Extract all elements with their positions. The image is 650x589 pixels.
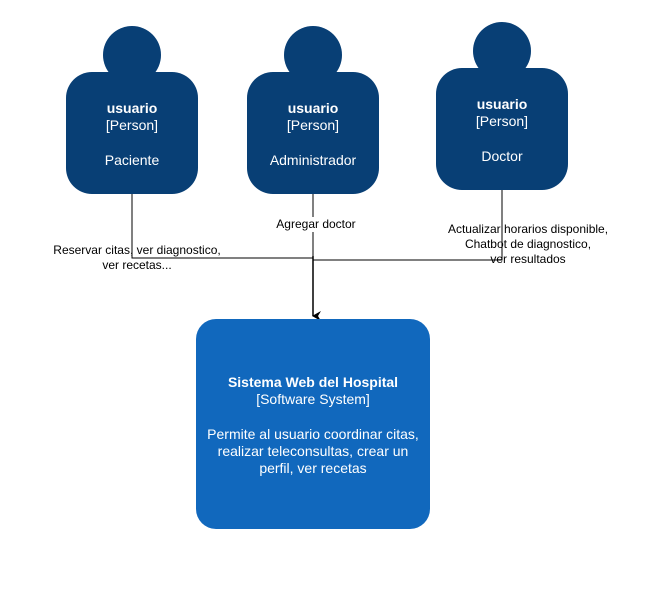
person-name: usuario <box>287 100 339 116</box>
edge-label-line: Reservar citas, ver diagnostico, <box>53 243 221 257</box>
person-name: usuario <box>106 100 158 116</box>
person-role: Paciente <box>104 152 160 168</box>
person-administrador[interactable]: usuario [Person] Administrador <box>247 26 379 194</box>
person-kind: [Person] <box>475 113 529 129</box>
edge-label-line: Chatbot de diagnostico, <box>464 237 592 251</box>
software-system-hospital[interactable]: Sistema Web del Hospital [Software Syste… <box>196 319 430 529</box>
edge-paciente <box>131 194 313 259</box>
person-role: Doctor <box>481 148 523 164</box>
person-body: usuario [Person] Paciente <box>66 72 198 194</box>
edge-label-line: ver recetas... <box>102 258 172 272</box>
edge-label-paciente: Reservar citas, ver diagnostico, ver rec… <box>40 243 234 273</box>
system-description: Permite al usuario coordinar citas, real… <box>207 426 419 476</box>
edge-label-line: Actualizar horarios disponible, <box>447 222 609 236</box>
edge-label-line: ver resultados <box>490 252 566 266</box>
person-body: usuario [Person] Doctor <box>436 68 568 190</box>
person-paciente[interactable]: usuario [Person] Paciente <box>66 26 198 194</box>
edge-label-administrador: Agregar doctor <box>268 217 364 232</box>
edge-label-doctor: Actualizar horarios disponible, Chatbot … <box>436 222 620 267</box>
edge-label-line: Agregar doctor <box>276 217 356 231</box>
system-name: Sistema Web del Hospital <box>227 374 399 390</box>
person-name: usuario <box>476 96 528 112</box>
edge-doctor <box>313 190 503 261</box>
person-kind: [Person] <box>286 117 340 133</box>
person-body: usuario [Person] Administrador <box>247 72 379 194</box>
person-kind: [Person] <box>105 117 159 133</box>
person-role: Administrador <box>269 152 357 168</box>
system-kind: [Software System] <box>256 391 370 407</box>
person-doctor[interactable]: usuario [Person] Doctor <box>436 22 568 190</box>
